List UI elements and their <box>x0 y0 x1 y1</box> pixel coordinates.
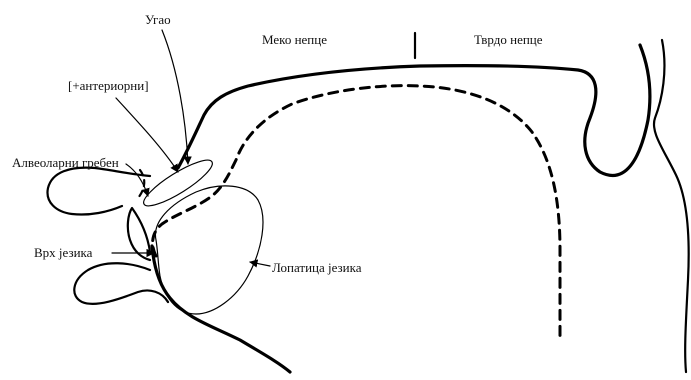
label-tongue-tip: Врх језика <box>34 245 93 260</box>
arrow-corner <box>162 30 188 164</box>
lower-teeth <box>128 208 150 260</box>
tongue-blade-outline <box>155 186 263 314</box>
upper-lip <box>48 168 150 215</box>
label-anterior: [+антериорни] <box>68 78 149 93</box>
label-corner: Угао <box>145 12 171 27</box>
label-alveolar-ridge: Алвеоларни гребен <box>12 155 119 170</box>
label-tongue-blade: Лопатица језика <box>272 260 362 275</box>
label-hard-palate: Тврдо непце <box>474 32 543 47</box>
tongue-body <box>152 246 290 372</box>
pharynx-wall <box>654 40 689 372</box>
alveolar-ridge-outline <box>139 153 217 212</box>
label-soft-palate: Меко непце <box>262 32 327 47</box>
arrow-anterior <box>116 98 178 172</box>
palate-contour <box>178 45 650 175</box>
lower-lip <box>74 263 168 304</box>
tongue-surface-dashed <box>153 86 560 340</box>
